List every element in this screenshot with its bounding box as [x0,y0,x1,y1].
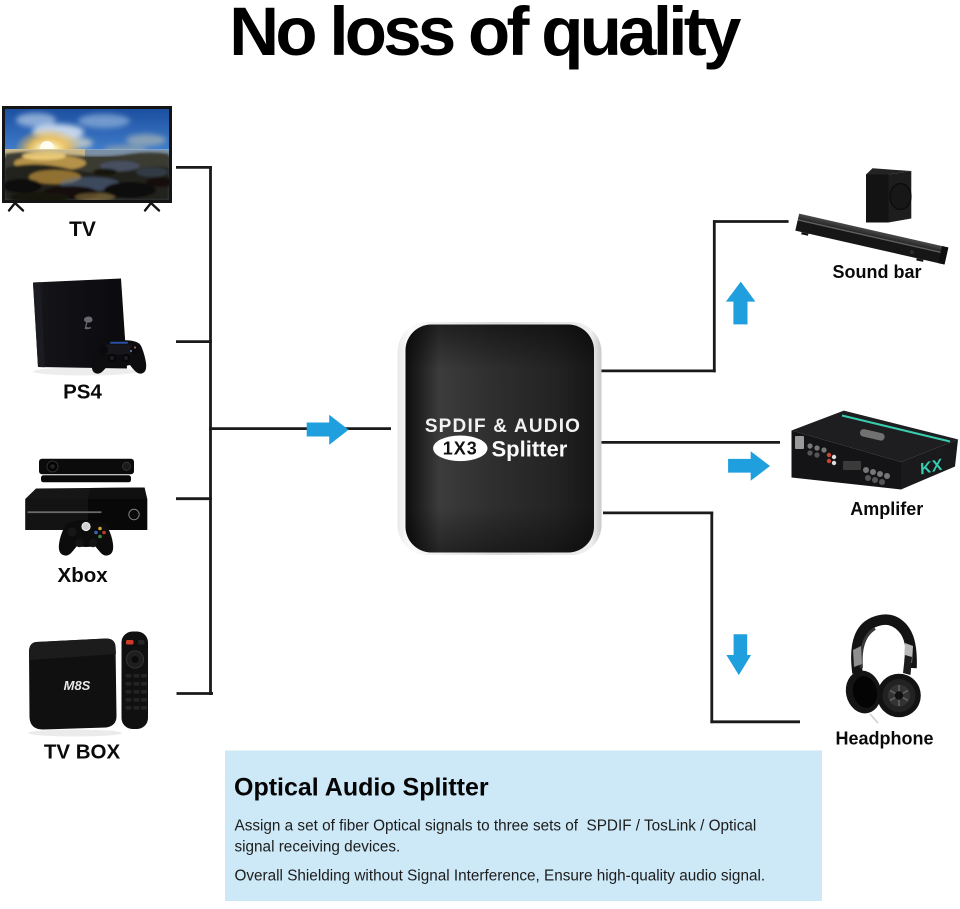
svg-text:signal receiving devices.: signal receiving devices. [235,838,401,855]
svg-text:No loss of quality: No loss of quality [229,0,741,70]
svg-text:TV BOX: TV BOX [44,741,121,764]
svg-text:Optical Audio Splitter: Optical Audio Splitter [234,773,489,801]
svg-text:Assign a set of fiber Optical: Assign a set of fiber Optical signals to… [235,817,757,834]
svg-text:1X3: 1X3 [443,439,478,459]
svg-text:Sound bar: Sound bar [833,262,922,282]
svg-text:Xbox: Xbox [58,564,109,587]
svg-text:Overall Shielding without Sign: Overall Shielding without Signal Interfe… [235,868,766,885]
svg-text:PS4: PS4 [63,381,102,404]
svg-text:Splitter: Splitter [492,436,568,461]
svg-text:TV: TV [69,218,96,241]
svg-text:M8S: M8S [64,678,91,693]
svg-text:Headphone: Headphone [835,728,933,748]
svg-text:KX: KX [918,456,945,478]
svg-text:SPDIF & AUDIO: SPDIF & AUDIO [425,416,581,437]
svg-text:Amplifer: Amplifer [850,499,923,519]
